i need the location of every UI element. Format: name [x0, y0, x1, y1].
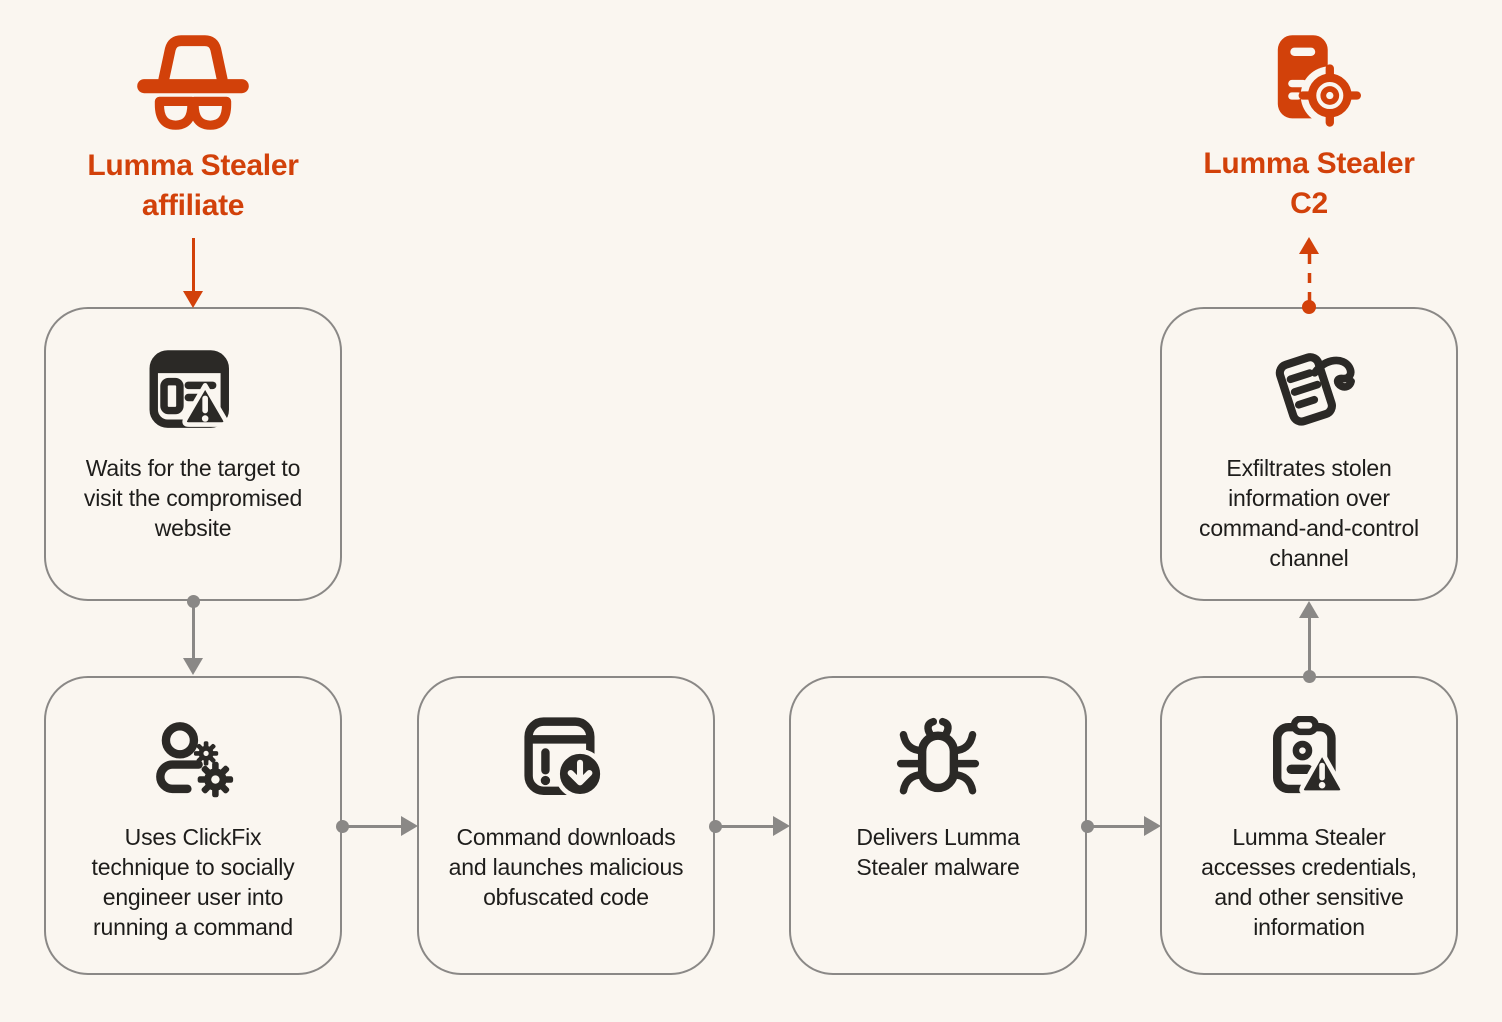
- user-gears-icon: [146, 716, 240, 802]
- arrowhead-right: [401, 816, 418, 836]
- document-exfiltration-icon: [1260, 347, 1358, 433]
- actor-lumma-c2: Lumma Stealer C2: [1159, 30, 1459, 224]
- server-crosshair-icon: [1159, 30, 1459, 134]
- step-box-delivers-malware: Delivers Lumma Stealer malware: [789, 676, 1087, 975]
- step-box-command-download: Command downloads and launches malicious…: [417, 676, 715, 975]
- actor-label: Lumma Stealer affiliate: [87, 149, 299, 222]
- connector-line: [1307, 618, 1311, 676]
- spy-incognito-icon: [43, 32, 343, 136]
- connector-dashed-line: [1307, 254, 1312, 302]
- arrowhead-right: [773, 816, 790, 836]
- step-text: Lumma Stealer accesses credentials, and …: [1201, 824, 1417, 940]
- connector-dot: [1302, 669, 1316, 683]
- connector-line: [1087, 824, 1144, 828]
- connector-line: [715, 824, 773, 828]
- step-text: Delivers Lumma Stealer malware: [856, 824, 1020, 880]
- connector-line: [342, 824, 401, 828]
- step-box-accesses-credentials: Lumma Stealer accesses credentials, and …: [1160, 676, 1458, 975]
- arrowhead-down: [183, 658, 203, 675]
- browser-warning-icon: [146, 347, 240, 433]
- arrowhead-up: [1299, 237, 1319, 254]
- actor-lumma-affiliate: Lumma Stealer affiliate: [43, 32, 343, 226]
- step-box-wait-for-target: Waits for the target to visit the compro…: [44, 307, 342, 601]
- clipboard-credentials-warning-icon: [1262, 716, 1356, 802]
- step-text: Command downloads and launches malicious…: [448, 824, 684, 910]
- step-text: Exfiltrates stolen information over comm…: [1199, 455, 1419, 571]
- connector-dot: [1302, 300, 1316, 314]
- arrowhead-up: [1299, 601, 1319, 618]
- arrowhead-right: [1144, 816, 1161, 836]
- step-text: Uses ClickFix technique to socially engi…: [91, 824, 295, 940]
- step-text: Waits for the target to visit the compro…: [83, 455, 303, 541]
- arrowhead-down: [183, 291, 203, 308]
- bug-icon: [891, 716, 985, 802]
- connector-line: [191, 601, 195, 658]
- connector-line: [191, 238, 195, 291]
- step-box-exfiltrates: Exfiltrates stolen information over comm…: [1160, 307, 1458, 601]
- command-window-download-icon: [519, 716, 613, 802]
- step-box-clickfix: Uses ClickFix technique to socially engi…: [44, 676, 342, 975]
- actor-label: Lumma Stealer C2: [1203, 147, 1415, 220]
